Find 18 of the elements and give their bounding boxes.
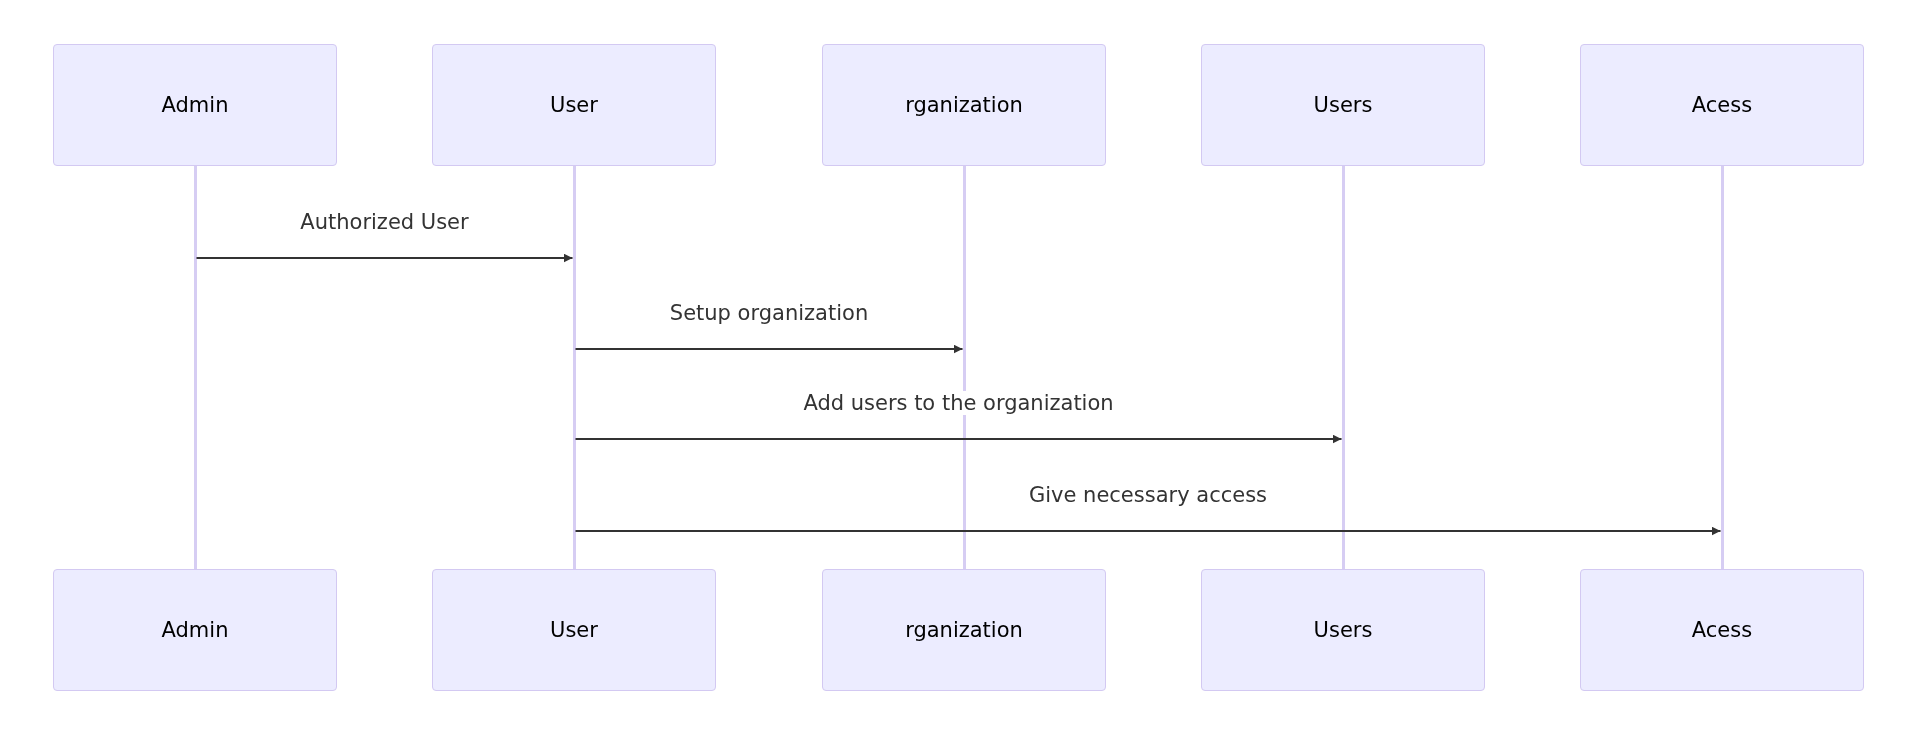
participant-box: Admin (53, 569, 337, 691)
lifeline (193, 166, 197, 569)
lifeline (1341, 166, 1345, 569)
participant-box: User (432, 569, 716, 691)
participant-box: Acess (1580, 44, 1864, 166)
message-arrow (195, 253, 574, 263)
message-arrow (574, 344, 964, 354)
lifeline (1720, 166, 1724, 569)
participant-box: Users (1201, 569, 1485, 691)
participant-box: Acess (1580, 569, 1864, 691)
participant-box: Admin (53, 44, 337, 166)
lifeline (572, 166, 576, 569)
participant-box: Users (1201, 44, 1485, 166)
participant-box: User (432, 44, 716, 166)
participant-box: rganization (822, 569, 1106, 691)
message-arrow (574, 434, 1343, 444)
participant-box: rganization (822, 44, 1106, 166)
message-arrow (574, 526, 1722, 536)
